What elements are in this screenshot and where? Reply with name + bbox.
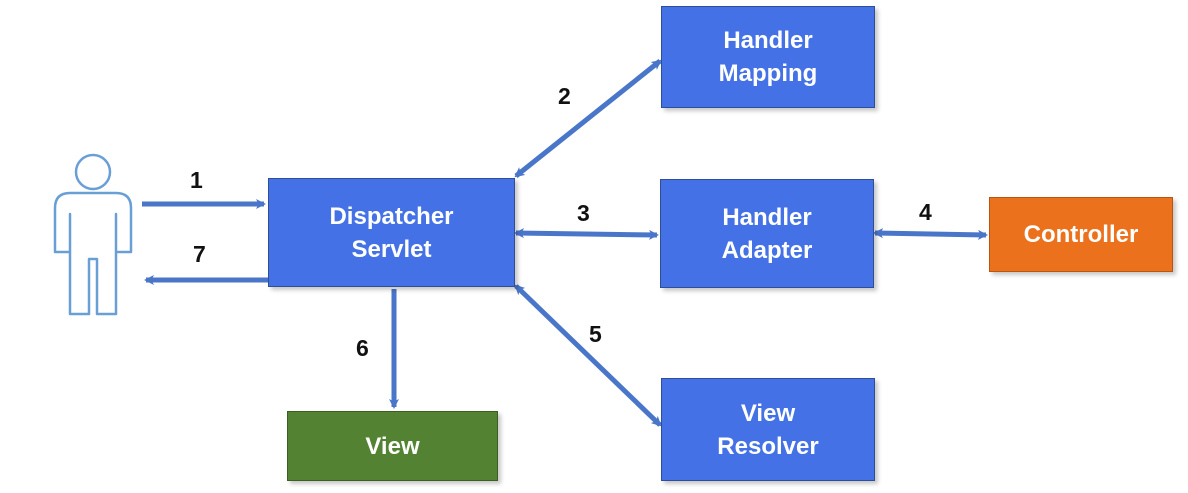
view-resolver-line1: View: [740, 399, 796, 427]
handler-mapping-line1: Handler: [723, 27, 813, 54]
arrow-step-3: [514, 228, 659, 240]
handler-adapter-line1: Handler: [722, 203, 812, 231]
view-resolver-line2: Resolver: [717, 432, 819, 460]
handler-adapter-line2: Adapter: [721, 236, 813, 264]
step-label-5: 5: [589, 321, 602, 347]
dispatcher-servlet-line1: Dispatcher: [329, 202, 454, 230]
step-label-1: 1: [190, 167, 203, 193]
dispatcher-servlet-line2: Servlet: [351, 235, 432, 263]
step-label-4: 4: [919, 199, 932, 225]
person-outline-icon: [53, 153, 133, 316]
handler-mapping-box: Handler Mapping: [661, 6, 875, 108]
view-box: View: [287, 411, 498, 481]
arrow-step-2: [514, 59, 662, 178]
arrow-step-5: [514, 284, 662, 427]
dispatcher-servlet-box: Dispatcher Servlet: [268, 178, 515, 287]
handler-mapping-line2: Mapping: [718, 60, 818, 87]
view-resolver-box: View Resolver: [661, 378, 875, 481]
step-label-3: 3: [577, 200, 590, 226]
handler-adapter-box: Handler Adapter: [660, 179, 874, 288]
controller-label: Controller: [1023, 221, 1139, 248]
view-label: View: [365, 432, 420, 460]
step-label-2: 2: [558, 83, 571, 109]
controller-box: Controller: [989, 197, 1173, 272]
arrow-step-4: [873, 228, 988, 240]
step-label-7: 7: [193, 241, 206, 267]
step-label-6: 6: [356, 335, 369, 361]
